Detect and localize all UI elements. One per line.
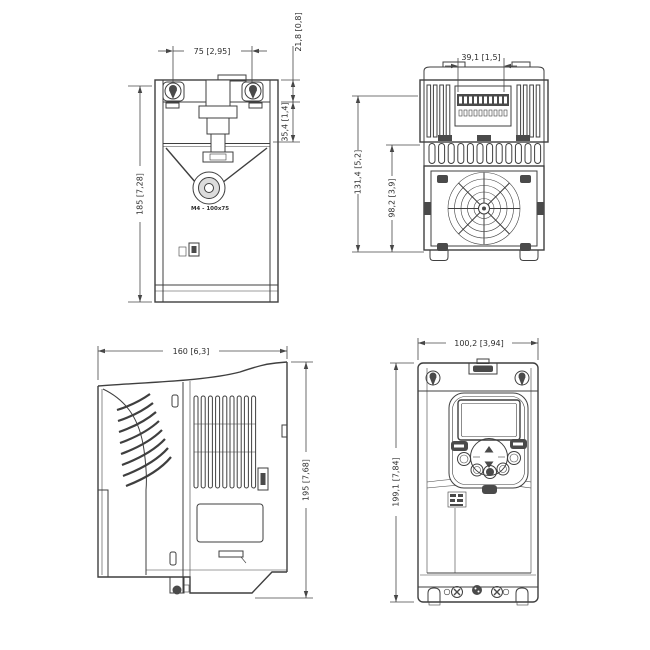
keypad-buttons (457, 451, 521, 479)
din-rail-latch (198, 79, 238, 163)
side-dimensions: 160 [6,3] 195 [7,68] (97, 346, 313, 599)
front-keyhole-right (514, 370, 530, 386)
cooling-fan (424, 172, 544, 251)
dim-front-width: 100,2 [3,94] (454, 339, 504, 348)
mounting-note: M4 - 100x75 (191, 206, 229, 212)
front-terminal-strip (418, 574, 538, 606)
side-body (97, 361, 288, 595)
curved-vent-slats (116, 393, 172, 488)
fan-spokes (448, 172, 520, 245)
dim-front-height: 199,1 [7,84] (392, 457, 401, 507)
dim-bottom-cable-width: 39,1 [1,5] (461, 53, 500, 62)
terminal-pins (458, 109, 508, 117)
ground-screw (472, 585, 482, 595)
bottom-dimensions: 39,1 [1,5] 131,4 [5,2] 98,2 [3,9] (352, 53, 517, 253)
dim-rear-top-offset: 21,8 [0,8] (294, 12, 303, 51)
terminal-screw-left (451, 586, 463, 598)
power-terminal-slots (428, 143, 542, 164)
rear-v-channel (165, 147, 268, 184)
rear-detail-clips (178, 242, 200, 257)
dim-bottom-total-depth: 131,4 [5,2] (354, 150, 363, 194)
softkey-right (510, 439, 527, 449)
din-tab-screw (169, 576, 190, 595)
vent-slats-left (426, 84, 451, 138)
dim-rear-din-offset: 35,4 [1,4] (281, 102, 290, 141)
bottom-body (419, 61, 549, 261)
front-keyhole-left (425, 370, 441, 386)
control-terminal-block (454, 85, 512, 127)
rear-keyhole-right (241, 81, 264, 109)
rear-body: M4 - 100x75 (154, 74, 279, 303)
dim-rear-mounting-width: 75 [2,95] (194, 47, 231, 56)
front-view: 100,2 [3,94] 199,1 [7,84] (390, 338, 539, 606)
terminal-screw-right (491, 586, 503, 598)
side-view: 160 [6,3] 195 [7,68] (97, 346, 313, 599)
vent-slats-right (516, 84, 541, 138)
dim-rear-height: 185 [7,28] (136, 173, 145, 215)
front-top-clip (468, 358, 498, 375)
rear-keyhole-left (162, 81, 185, 109)
dim-side-height: 195 [7,68] (302, 459, 311, 501)
softkey-left (451, 441, 468, 451)
dim-side-depth: 160 [6,3] (173, 347, 210, 356)
product-label (447, 491, 467, 508)
up-arrow-icon (484, 446, 494, 453)
front-body (417, 358, 539, 606)
dim-bottom-body-depth: 98,2 [3,9] (388, 178, 397, 217)
down-arrow-icon (484, 461, 494, 468)
lcd-display (457, 399, 521, 441)
bottom-view: 39,1 [1,5] 131,4 [5,2] 98,2 [3,9] (352, 53, 549, 261)
keypad (448, 392, 529, 489)
front-dimensions: 100,2 [3,94] 199,1 [7,84] (390, 338, 539, 603)
usb-knockout (482, 485, 497, 494)
straight-vent-slots (193, 395, 257, 489)
rear-dimensions: 75 [2,95] 21,8 [0,8] 35,4 [1,4] 185 [7,2… (128, 12, 303, 303)
rear-mount-hub (192, 171, 226, 205)
rear-view: M4 - 100x75 75 [2,95] (128, 12, 303, 303)
